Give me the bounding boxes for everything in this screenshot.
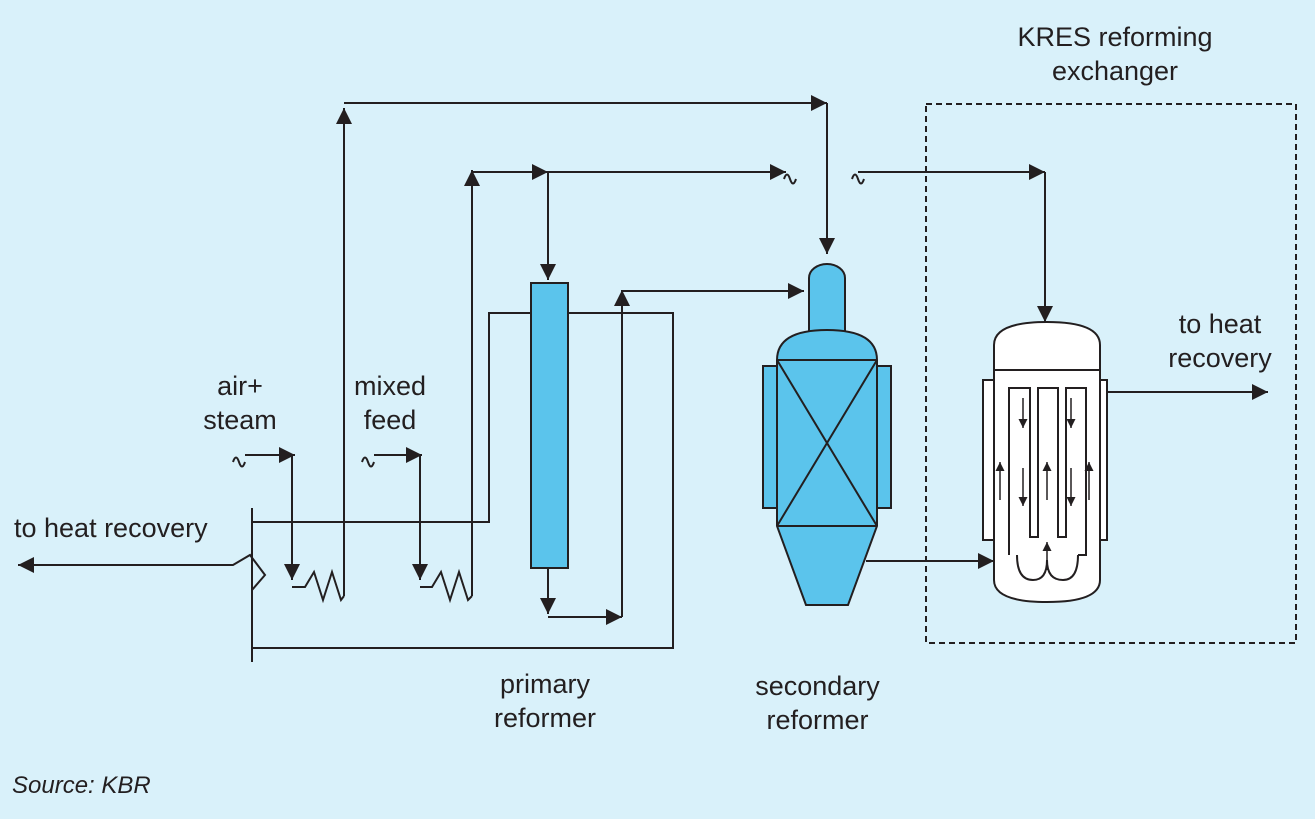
primary-reformer-line2: reformer — [493, 703, 596, 733]
mixed-feed-preheat-coil — [420, 568, 473, 604]
kres-label: KRES reforming exchanger — [1000, 20, 1230, 88]
mixed-feed-label: mixed feed — [340, 369, 440, 437]
primary-reformer-label: primary reformer — [470, 667, 620, 735]
to-heat-recovery-right-line2: recovery — [1168, 343, 1272, 373]
mixed-feed-line2: feed — [363, 405, 417, 435]
break-tilde-left — [783, 173, 797, 185]
air-steam-line2: steam — [203, 405, 277, 435]
mixed-feed-line1: mixed — [353, 371, 427, 401]
kres-boundary — [925, 103, 1297, 644]
primary-reformer-line1: primary — [499, 669, 590, 699]
kres-label-line1: KRES reforming — [1017, 22, 1213, 52]
air-steam-label: air+ steam — [190, 369, 290, 437]
air-steam-preheat-coil — [292, 568, 345, 604]
kres-label-line2: exchanger — [1051, 56, 1179, 86]
to-heat-recovery-right-line1: to heat — [1178, 309, 1262, 339]
break-tilde-right — [851, 173, 865, 185]
to-heat-recovery-left-label: to heat recovery — [14, 513, 208, 543]
primary-reformer-tube — [530, 282, 569, 569]
secondary-reformer-line1: secondary — [755, 671, 880, 701]
flue-zigzag — [218, 553, 267, 591]
furnace-outline — [252, 312, 674, 649]
source-credit: Source: KBR — [12, 772, 151, 799]
mixed-feed-tilde — [361, 456, 375, 468]
air-steam-tilde — [232, 456, 246, 468]
kres-flow-arrows — [995, 398, 1094, 570]
secondary-reformer-label: secondary reformer — [740, 669, 895, 737]
to-heat-recovery-right-label: to heat recovery — [1150, 307, 1290, 375]
secondary-reformer-line2: reformer — [766, 705, 869, 735]
secondary-reformer — [762, 263, 892, 606]
air-steam-line1: air+ — [217, 371, 263, 401]
